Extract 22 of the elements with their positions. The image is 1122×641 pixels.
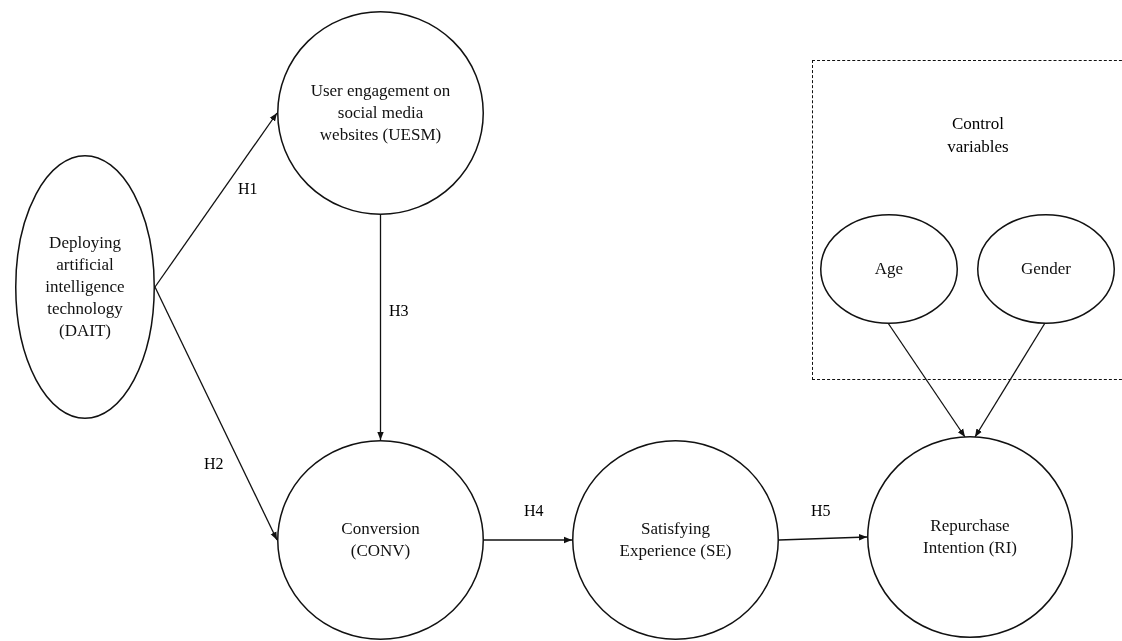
arrow	[154, 112, 278, 288]
arrow	[887, 322, 966, 438]
arrow	[778, 534, 868, 541]
construct-ellipse	[572, 440, 779, 640]
construct-label: Repurchase Intention (RI)	[922, 514, 1018, 559]
arrow	[974, 322, 1046, 438]
construct-ellipse	[820, 214, 958, 324]
arrow	[483, 536, 573, 544]
construct-label: Gender	[1021, 257, 1071, 280]
construct-label: Age	[874, 257, 904, 280]
construct-ellipse	[867, 436, 1073, 638]
control-variables-box	[812, 60, 1122, 380]
construct-ellipse	[977, 214, 1115, 324]
group-heading: Control variables	[946, 113, 1010, 158]
arrow	[377, 214, 384, 441]
construct-label: Deploying artificial intelligence technology (DAIT)	[44, 231, 126, 343]
construct-label: User engagement on social media websites (UESM)	[309, 79, 452, 147]
construct-ellipse	[15, 155, 155, 419]
construct-ellipse	[277, 11, 484, 215]
construct-ellipse	[277, 440, 484, 640]
construct-label: Conversion (CONV)	[340, 517, 421, 562]
construct-label: Satisfying Experience (SE)	[618, 517, 733, 562]
